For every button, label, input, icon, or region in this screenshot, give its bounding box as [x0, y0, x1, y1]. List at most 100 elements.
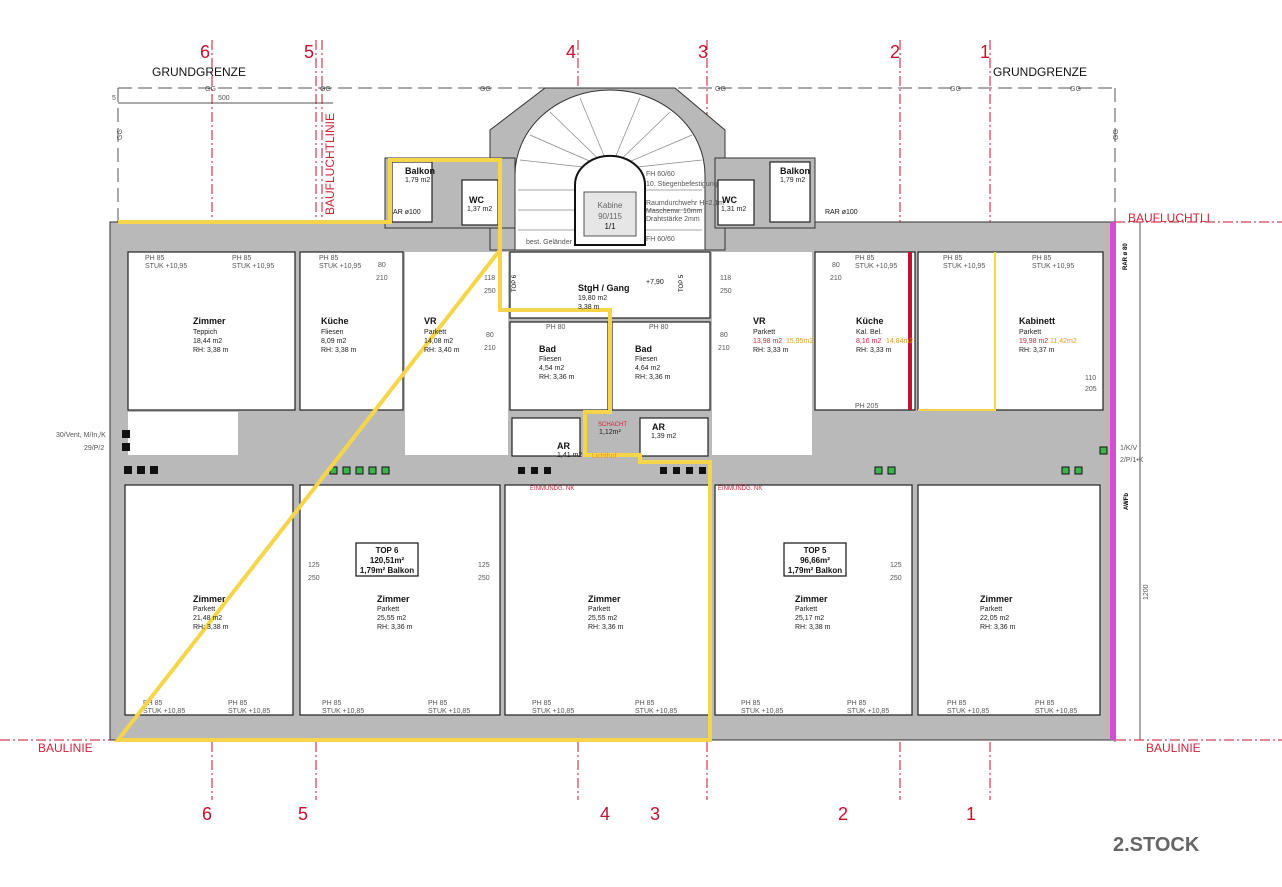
plan-text: PH 85: [741, 700, 761, 707]
plan-text: STUK +10,95: [1032, 263, 1074, 270]
stair-note: Raumdurchwehr H=2,1m: [646, 200, 724, 207]
plan-text: Küche: [856, 316, 884, 326]
plan-text: 1,37 m2: [467, 206, 492, 213]
dim-1200: 1200: [1143, 584, 1150, 600]
axis-label-top: 3: [698, 42, 708, 62]
plan-text: STUK +10,95: [232, 263, 274, 270]
plan-text: 1,79m² Balkon: [788, 566, 842, 575]
plan-text: Parkett: [424, 329, 446, 336]
baufluchtlinie-label: BAUFLUCHTLINIE: [323, 113, 337, 215]
plan-text: 3,38 m: [578, 304, 600, 311]
plan-text: 4,64 m2: [635, 365, 660, 372]
plan-text: Zimmer: [193, 594, 226, 604]
plan-text: PH 85: [143, 700, 163, 707]
plan-text: 1,41 m2: [557, 452, 582, 459]
stair-notes: FH 60/60 10. Stiegenbefestigung Raumdurc…: [646, 171, 724, 243]
axis-label-bottom: 5: [298, 804, 308, 824]
plan-text: Kabinett: [1019, 316, 1055, 326]
top5-marker: TOP 5: [679, 274, 685, 292]
plan-text: PH 80: [649, 324, 669, 331]
plan-text: 210: [376, 275, 388, 282]
plan-text: STUK +10,85: [322, 708, 364, 715]
plan-text: 80: [720, 332, 728, 339]
plan-text: 205: [1085, 386, 1097, 393]
top6-marker: TOP 6: [512, 274, 518, 292]
plan-text: AR: [557, 441, 570, 451]
plan-text: STUK +10,85: [847, 708, 889, 715]
plan-text: RH: 3,38 m: [193, 624, 229, 631]
unit-box-top5: TOP 5 96,66m² 1,79m² Balkon: [783, 542, 847, 577]
room-wc: WC1,31 m2: [721, 195, 746, 213]
plan-text: STUK +10,85: [1035, 708, 1077, 715]
plan-text: RH: 3,36 m: [635, 374, 671, 381]
plan-text: 14,08 m2: [424, 338, 453, 345]
gg-marker: GG: [205, 86, 216, 93]
plan-text: RH: 3,38 m: [193, 347, 229, 354]
plan-text: 1,79 m2: [405, 177, 430, 184]
elevator-label: Kabine: [598, 201, 623, 210]
plan-text: 125: [478, 562, 490, 569]
plan-text: STUK +10,85: [143, 708, 185, 715]
plan-text: STUK +10,85: [741, 708, 783, 715]
plan-text: PH 85: [228, 700, 248, 707]
plan-text: StgH / Gang: [578, 283, 630, 293]
plan-text: STUK +10,85: [635, 708, 677, 715]
plan-text: 80: [378, 262, 386, 269]
plan-text: 14,84m2: [886, 338, 913, 345]
stair-note: 10. Stiegenbefestigung: [646, 181, 718, 188]
rar-label: RAR ø100: [388, 209, 421, 216]
plan-text: Balkon: [780, 166, 810, 176]
room-ar: AR1,39 m2: [651, 422, 676, 440]
plan-text: 8,09 m2: [321, 338, 346, 345]
plan-text: PH 85: [947, 700, 967, 707]
plan-text: 110: [1085, 375, 1096, 382]
facade-magenta: [1110, 222, 1116, 740]
plan-text: PH 85: [532, 700, 552, 707]
plan-text: PH 80: [546, 324, 566, 331]
unit-box-top6: TOP 6 120,51m² 1,79m² Balkon: [355, 542, 419, 577]
stair-note: Drahtstärke 2mm: [646, 216, 700, 223]
gg-marker: GG: [1070, 86, 1081, 93]
plan-text: 4,54 m2: [539, 365, 564, 372]
plan-text: RH: 3,33 m: [856, 347, 892, 354]
elevator-ratio: 1/1: [604, 222, 616, 231]
gg-marker: GG: [480, 86, 491, 93]
plan-text: Zimmer: [193, 316, 226, 326]
plan-text: 210: [718, 345, 730, 352]
plan-text: 25,55 m2: [377, 615, 406, 622]
vent-markers: 30/Vent, M/In,/K 29/P/2 1/K/V 2/P/1•K AW…: [56, 209, 1144, 510]
plan-text: Lichthof: [592, 453, 617, 460]
plan-text: 120,51m²: [370, 556, 405, 565]
plan-text: 118: [484, 275, 495, 282]
plan-text: Teppich: [193, 329, 217, 336]
plan-text: Fliesen: [321, 329, 344, 336]
elevation-label: +7,90: [646, 279, 664, 286]
plan-text: 80: [832, 262, 840, 269]
axis-label-bottom: 6: [202, 804, 212, 824]
axis-label-top: 2: [890, 42, 900, 62]
plan-text: STUK +10,85: [947, 708, 989, 715]
plan-text: 22,05 m2: [980, 615, 1009, 622]
plan-text: SCHACHT: [598, 422, 627, 428]
room-fills: [124, 161, 1104, 716]
plan-text: 250: [890, 575, 902, 582]
plan-text: Parkett: [193, 606, 215, 613]
plan-text: Fliesen: [635, 356, 658, 363]
plan-text: RH: 3,40 m: [424, 347, 460, 354]
plan-text: 96,66m²: [800, 556, 830, 565]
plan-text: Parkett: [588, 606, 610, 613]
plan-text: 19,98 m2: [1019, 338, 1048, 345]
plan-text: Zimmer: [377, 594, 410, 604]
room-wc: WC1,37 m2: [467, 195, 492, 213]
